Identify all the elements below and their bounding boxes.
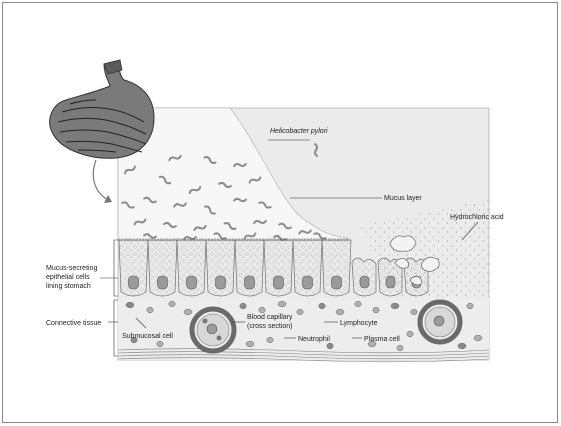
cell-nucleus xyxy=(386,276,395,288)
connective-tissue-cell xyxy=(297,309,303,315)
connective-tissue-cell xyxy=(411,309,417,315)
cell-nucleus xyxy=(187,276,197,289)
connective-tissue-cell xyxy=(391,303,399,309)
connective-tissue-cell xyxy=(278,301,286,307)
label-connective-tissue: Connective tissue xyxy=(46,320,101,327)
blood-capillary-left xyxy=(192,309,234,351)
cell-nucleus xyxy=(216,276,226,289)
bracket-mucus-secreting xyxy=(114,240,118,296)
connective-tissue-cell xyxy=(458,343,466,349)
cell-nucleus xyxy=(332,276,342,289)
cell-nucleus xyxy=(129,276,139,289)
connective-tissue-cell xyxy=(267,337,273,343)
stomach-illustration-icon xyxy=(50,60,154,158)
connective-tissue-cell xyxy=(474,335,482,341)
label-plasma-cell: Plasma cell xyxy=(364,336,400,343)
label-mucus-secreting-1: Mucus-secreting xyxy=(46,265,97,272)
connective-tissue-cell xyxy=(240,303,246,309)
label-blood-capillary-2: (cross section) xyxy=(247,323,293,330)
connective-tissue-cell xyxy=(126,302,134,308)
connective-tissue-cell xyxy=(246,341,254,347)
label-mucus-secreting-3: lining stomach xyxy=(46,283,91,290)
cell-nucleus xyxy=(158,276,168,289)
connective-tissue-cell xyxy=(355,301,361,307)
connective-tissue-cell xyxy=(184,309,192,315)
connective-tissue-cell xyxy=(373,307,379,313)
connective-tissue-cell xyxy=(259,307,265,313)
curved-arrow-icon xyxy=(93,160,112,203)
connective-tissue-cell xyxy=(397,345,403,351)
connective-tissue-cell xyxy=(407,331,413,337)
label-neutrophil: Neutrophil xyxy=(298,336,330,343)
blood-capillary-right xyxy=(420,302,460,342)
cell-nucleus xyxy=(274,276,284,289)
label-mucus-layer: Mucus layer xyxy=(384,195,422,202)
connective-tissue-cell xyxy=(319,303,325,309)
label-blood-capillary-1: Blood capillary xyxy=(247,314,293,321)
label-submucosal-cell: Submucosal cell xyxy=(122,333,173,340)
label-mucus-secreting-2: epithelial cells xyxy=(46,274,90,281)
connective-tissue-cell xyxy=(147,307,153,313)
connective-tissue-cell xyxy=(169,301,175,307)
connective-tissue-cell xyxy=(157,341,163,347)
cell-nucleus xyxy=(360,276,369,288)
label-hydrochloric-acid: Hydrochloric acid xyxy=(450,214,504,221)
cell-nucleus xyxy=(245,276,255,289)
cell-nucleus xyxy=(303,276,313,289)
connective-tissue-cell xyxy=(327,343,333,349)
connective-tissue-cell xyxy=(467,303,473,309)
bracket-connective xyxy=(114,300,118,356)
label-lymphocyte: Lymphocyte xyxy=(340,320,378,327)
connective-tissue-cell xyxy=(336,309,344,315)
label-helicobacter-pylori: Helicobacter pylori xyxy=(270,128,328,135)
